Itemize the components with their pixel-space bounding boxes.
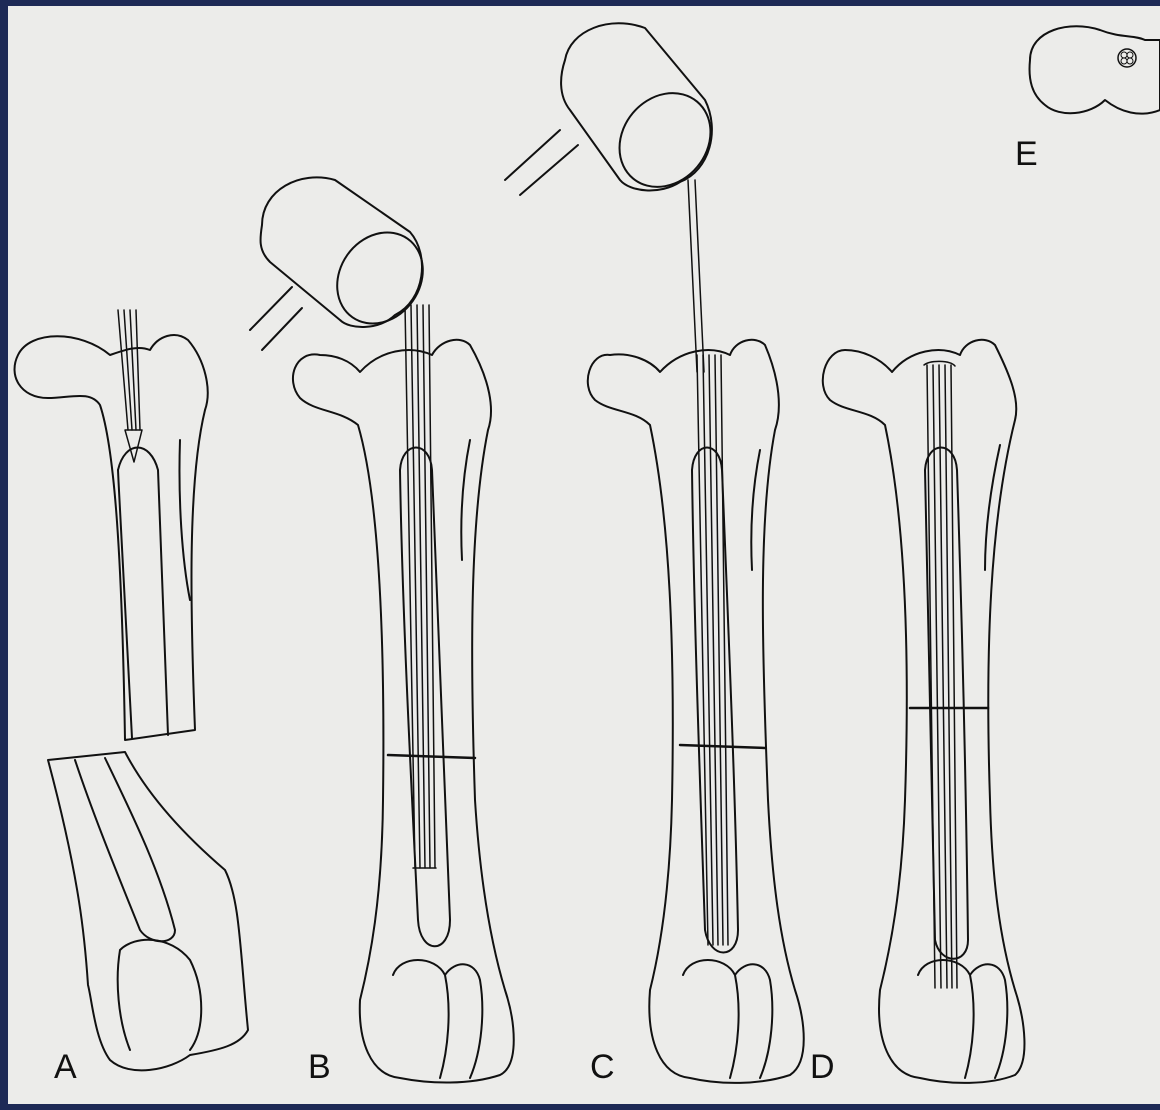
panel-b-rods [405, 305, 436, 868]
panel-b-outline [293, 340, 514, 1083]
panel-a-distal-canal [75, 758, 175, 941]
label-e: E [1015, 137, 1038, 171]
panel-c-fracture-line [680, 745, 765, 748]
panel-c-outline [588, 340, 804, 1083]
panel-b-trochanter [461, 440, 470, 560]
panel-b-condyles [393, 960, 482, 1078]
panel-a-trochanter-line [179, 440, 190, 600]
panel-e-cross-section [1030, 26, 1160, 113]
panel-c-trochanter [751, 450, 760, 570]
label-d: D [810, 1050, 835, 1084]
panel-b-fracture-line [388, 755, 475, 758]
panel-d-femur [823, 340, 1025, 1083]
panel-e-rods [1121, 52, 1133, 64]
panel-e-rod-bundle [1118, 49, 1136, 67]
panel-a-condyle [118, 940, 202, 1050]
panel-a-proximal-fragment [15, 335, 208, 740]
panel-c-condyles [683, 960, 772, 1078]
panel-d-trochanter [985, 445, 1000, 570]
panel-c-mallet [505, 23, 729, 205]
label-b: B [308, 1050, 331, 1084]
label-a: A [54, 1050, 77, 1084]
panel-d-outline [823, 340, 1025, 1083]
panel-a-distal-fragment [48, 752, 248, 1070]
panel-d-condyles [918, 960, 1007, 1078]
panel-b-femur [250, 177, 514, 1082]
panel-e-outline [1030, 26, 1160, 113]
panel-a-guide-wires [118, 310, 142, 462]
label-c: C [590, 1050, 615, 1084]
panel-c-femur [505, 23, 804, 1083]
panel-a-canal [118, 448, 168, 736]
panel-a-femur [15, 310, 248, 1070]
